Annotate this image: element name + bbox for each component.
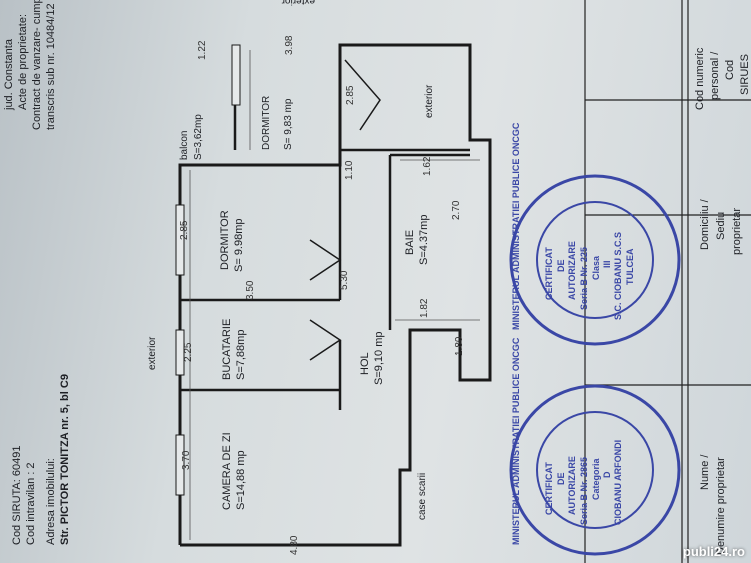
table-col3-line4: SIRUES [739,54,751,95]
dim-label: 3.98 [284,35,295,55]
exterior-left-label: exterior [147,336,158,370]
stamp-bottom-line: D [602,471,612,479]
stamp-top [509,174,681,346]
room-dormitor1-area: S= 9.98mp [233,218,245,272]
room-camera-area: S=14,88 mp [235,450,247,510]
dim-label: 1.82 [419,298,430,318]
stamp-bottom-line: Categoria [591,458,601,500]
cod-intravilan: Cod intravilan : 2 [25,462,37,545]
jud: jud. Constanta [3,39,15,110]
room-bucatarie-area: S=7,88mp [235,329,247,380]
dim-label: 1.10 [344,160,355,180]
stamp-bottom-line: DE [556,472,566,485]
dim-label: 3.70 [181,450,192,470]
stamp-top-line: III [602,260,612,268]
dim-label: 1.22 [197,40,208,60]
dim-label: 2.85 [345,85,356,105]
table-col2-line1: Domiciliu / [699,199,711,250]
dim-label: 1.62 [422,156,433,176]
room-balcon-area: S=3,62mp [193,114,204,160]
dim-label: 2.25 [183,342,194,362]
dim-label: 4.80 [289,535,300,555]
stamp-top-line: TULCEA [625,248,635,286]
dim-label: 5.30 [339,270,350,290]
dim-label: 3.50 [245,280,256,300]
room-balcon-name: balcon [179,130,190,160]
room-baie-area: S=4.37mp [418,214,430,265]
stamp-bottom [509,384,681,556]
room-hol-area: S=9,10 mp [373,331,385,385]
stamp-top-line: DE [556,259,566,272]
stamp-bottom-line: CERTIFICAT [544,462,554,515]
table-col3-line1: Cod numeric [694,47,706,110]
room-camera-name: CAMERA DE ZI [221,432,233,510]
stamp-bottom-line: AUTORIZARE [567,456,577,515]
watermark: publi24.ro [682,544,745,559]
stamp-bottom-line: Seria B Nr. 2865 [579,456,589,525]
exterior-right-label: exterior [424,84,435,118]
table-col2-line2: Sediu [715,211,727,240]
stamp-bottom-ring: MINISTERUL ADMINISTRATIEI PUBLICE ONCGC [511,337,521,545]
table-col1-line1: Nume / [699,454,711,490]
stamp-top-line: CERTIFICAT [544,247,554,300]
adresa: Str. PICTOR TONITZA nr. 5, bl C9 [59,374,71,545]
room-baie-name: BAIE [404,229,416,255]
case-scarii-label: case scarii [417,472,428,520]
dim-label: 2.85 [179,220,190,240]
table-col3-line3: Cod [724,59,736,80]
stamp-top-ring: MINISTERUL ADMINISTRATIEI PUBLICE ONCGC [511,122,521,330]
cod-siruta: Cod SIRUTA: 60491 [11,445,23,545]
stamp-top-line: S.C. CIOBANU S.C.S [613,231,623,320]
room-dormitor1-name: DORMITOR [219,210,231,270]
dim-label: 1.80 [454,336,465,356]
exterior-top-label: exterior [281,0,315,6]
room-dormitor2-name: DORMITOR [261,95,272,150]
contract: Contract de vanzare- cump [31,0,43,130]
room-dormitor2-area: S= 9,83 mp [283,98,294,150]
adresa-label: Adresa imobilului: [45,458,57,545]
dim-label: 2.70 [451,200,462,220]
transcris: transcris sub nr. 10484/12 [45,3,57,130]
stamp-top-line: Clasa [591,255,601,280]
table-col1-line2: Denumire proprietar [715,457,727,555]
stamp-top-line: AUTORIZARE [567,241,577,300]
table-col3-line2: personal / [709,51,721,100]
stamp-top-line: Seria B Nr. 225 [579,246,589,310]
room-bucatarie-name: BUCATARIE [221,318,233,380]
acte-proprietate: Acte de proprietate: [17,13,29,110]
stamp-bottom-line: CIOBANU ARFONDI [613,439,623,525]
table-col2-line3: proprietar [731,207,743,255]
room-hol-name: HOL [359,352,371,375]
